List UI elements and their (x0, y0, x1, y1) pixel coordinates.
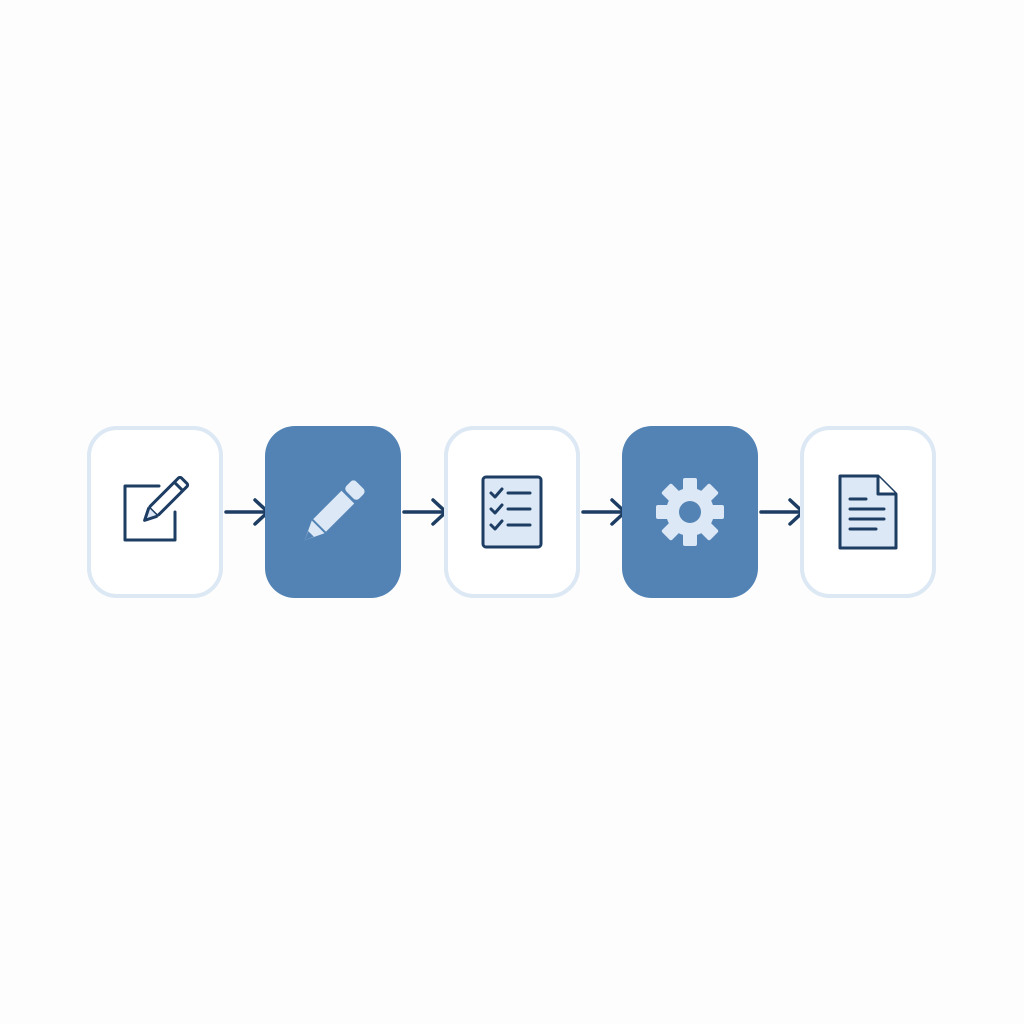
document-icon (838, 474, 898, 550)
checklist-icon (481, 475, 543, 549)
pencil-icon (304, 480, 365, 541)
step-review (444, 426, 580, 598)
edit-icon (123, 476, 190, 542)
step-process (622, 426, 758, 598)
step-write (265, 426, 401, 598)
step-output (800, 426, 936, 598)
gear-icon (656, 478, 724, 546)
step-edit (87, 426, 223, 598)
